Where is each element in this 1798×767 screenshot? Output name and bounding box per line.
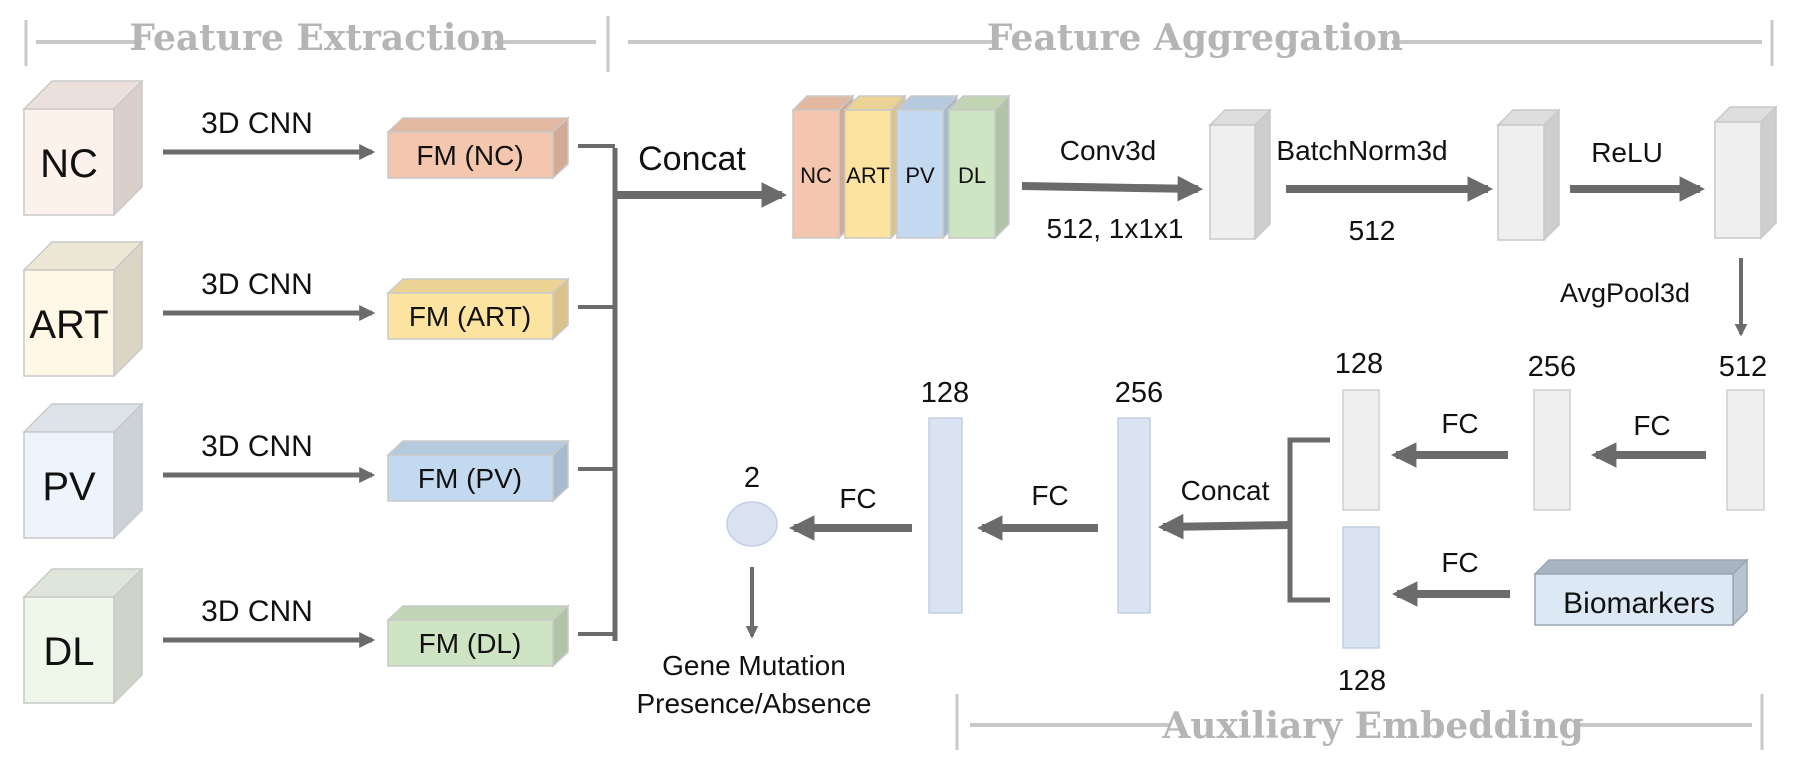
input-label: NC [40,142,98,186]
conv-output-block [1208,108,1272,241]
conv-arrow [1021,175,1204,202]
feature-map [386,604,570,668]
output-node [726,501,778,547]
conv-params: 512, 1x1x1 [1047,213,1184,244]
section-feature-aggregation: Feature Aggregation [628,17,1774,66]
input-label: PV [42,465,96,509]
phase-rows: NC 3D CNN FM (NC) ART 3D CNN FM (ART) PV 3D CNN… [22,79,615,705]
feature-map-label: FM (ART) [409,301,531,332]
input-label: ART [29,303,108,347]
cnn-label: 3D CNN [201,595,313,628]
vector-256 [1117,417,1151,614]
input-volume [22,567,144,705]
fc-label-4: FC [1031,480,1068,511]
feature-map-label: FM (DL) [419,628,522,659]
concat-arrow-2 [1157,513,1291,540]
output-dim-label: 2 [744,462,760,494]
feature-map-label: FM (NC) [416,140,523,171]
vector-256-image [1533,389,1571,511]
fc-path: 512 FC 256 FC 128 Biomarkers FC 128 Conc… [636,348,1767,719]
section-title-extraction: Feature Extraction [129,17,506,59]
concat-bracket: Concat [612,140,788,641]
vector-512 [1726,389,1765,511]
vector-128-image [1342,389,1380,511]
output-label-line1: Gene Mutation [662,650,846,681]
avgpool-label: AvgPool3d [1560,278,1690,308]
relu-block-shape [1713,105,1778,240]
input-volume [22,402,144,540]
batchnorm-output-block [1496,108,1561,242]
dim-128-label: 128 [921,377,969,409]
fc-label-5: FC [839,483,876,514]
concat-label-2: Concat [1181,475,1270,506]
conv-block-shape [1208,108,1272,241]
conv-label: Conv3d [1060,135,1157,166]
concat-bracket-2 [1287,437,1330,603]
aggregation-chain: Conv3d 512, 1x1x1 BatchNorm3d 512 ReLU A… [1021,105,1778,337]
feature-map-label: FM (PV) [418,463,522,494]
biomarkers-label: Biomarkers [1563,587,1715,620]
stack-slice-label: ART [846,163,890,188]
batchnorm-params: 512 [1349,215,1396,246]
dim-128-bio-label: 128 [1338,665,1386,697]
dim-256-label: 256 [1115,377,1163,409]
feature-map [386,439,570,503]
cnn-label: 3D CNN [201,107,313,140]
vector-128-biomarkers [1342,526,1380,649]
concatenated-feature-stack: NC ART PV DL [791,94,1011,240]
fc-label-1: FC [1633,410,1670,441]
dim-512-label: 512 [1719,351,1767,383]
dim-256-img-label: 256 [1528,351,1576,383]
bn-block-shape [1496,108,1561,242]
feature-map [386,116,570,180]
stack-slice-label: DL [958,163,986,188]
dim-128-img-label: 128 [1335,348,1383,380]
phase-row: PV 3D CNN FM (PV) [22,402,615,540]
section-title-auxiliary: Auxiliary Embedding [1161,705,1583,747]
input-label: DL [43,630,94,674]
stack-slice [947,94,1011,240]
biomarkers-top [1533,559,1749,575]
batchnorm-label: BatchNorm3d [1276,135,1447,166]
section-title-aggregation: Feature Aggregation [987,17,1403,59]
fc-label-3: FC [1441,547,1478,578]
stack-slice-label: NC [800,163,832,188]
input-volume [22,79,144,217]
relu-output-block [1713,105,1778,240]
phase-row: NC 3D CNN FM (NC) [22,79,615,217]
phase-row: DL 3D CNN FM (DL) [22,567,615,705]
stack-slice-label: PV [905,163,935,188]
cnn-label: 3D CNN [201,268,313,301]
section-feature-extraction: Feature Extraction [24,16,610,72]
fc-label-2: FC [1441,408,1478,439]
input-volume [22,240,144,378]
vector-128 [928,417,963,614]
feature-map [386,277,570,341]
biomarkers-front [1534,573,1734,626]
cnn-label: 3D CNN [201,430,313,463]
biomarkers-block [1533,558,1749,627]
output-label-line2: Presence/Absence [636,688,871,719]
section-auxiliary-embedding: Auxiliary Embedding [955,694,1764,750]
relu-label: ReLU [1591,137,1663,168]
phase-row: ART 3D CNN FM (ART) [22,240,615,378]
concat-label: Concat [638,140,746,178]
